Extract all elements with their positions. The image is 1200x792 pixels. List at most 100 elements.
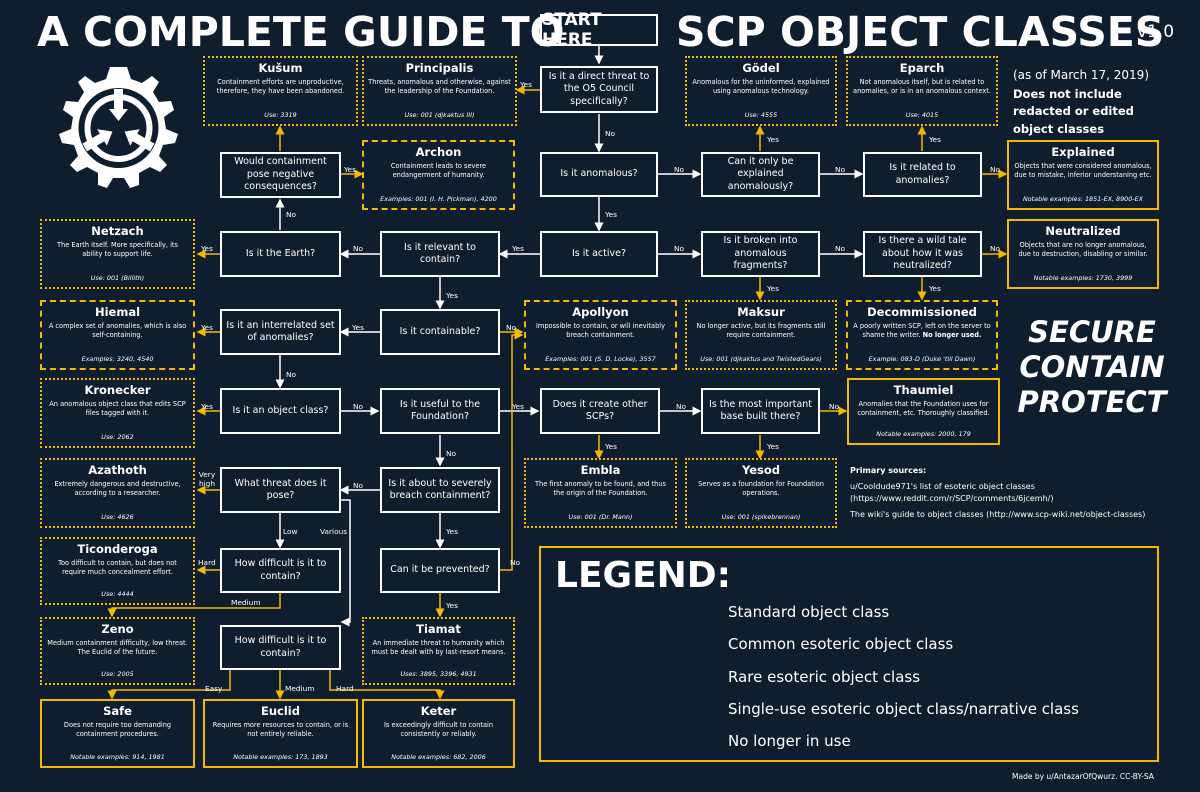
- class-hiemal: Hiemal A complex set of anomalies, which…: [40, 300, 195, 370]
- label-yes-godel: Yes: [767, 135, 779, 144]
- class-ticonderoga: Ticonderoga Too difficult to contain, bu…: [40, 537, 195, 605]
- class-neutralized-desc: Objects that are no longer anomalous, du…: [1018, 241, 1148, 258]
- label-no-wildtale: No: [990, 244, 1001, 253]
- label-yes-interrelated: Yes: [201, 323, 213, 332]
- label-hard-1: Hard: [198, 558, 216, 567]
- class-archon-name: Archon: [415, 145, 462, 159]
- legend-item-rare: Rare esoteric object class: [728, 668, 921, 686]
- class-embla-desc: The first anomaly to be found, and thus …: [535, 480, 666, 497]
- question-active: Is it active?: [540, 231, 658, 277]
- class-godel: Gödel Anomalous for the uninformed, expl…: [685, 56, 837, 126]
- question-interrelated-set: Is it an interrelated set of anomalies?: [220, 309, 341, 355]
- version-label: v1.0: [1137, 22, 1175, 42]
- class-zeno-name: Zeno: [101, 622, 134, 636]
- class-ticonderoga-example: Use: 4444: [101, 590, 134, 598]
- label-no-o5: No: [605, 129, 616, 138]
- class-embla-name: Embla: [580, 463, 621, 477]
- question-containable: Is it containable?: [380, 309, 500, 355]
- question-broken-fragments: Is it broken into anomalous fragments?: [701, 231, 820, 277]
- class-safe-example: Notable examples: 914, 1981: [70, 753, 165, 761]
- class-kusum-name: Kušum: [258, 61, 303, 75]
- sources: Primary sources: u/Cooldude971's list of…: [850, 465, 1190, 521]
- class-netzach-name: Netzach: [91, 224, 144, 238]
- label-yes-archon: Yes: [344, 165, 356, 174]
- label-no-active: No: [674, 244, 685, 253]
- label-yes-anomalous: Yes: [605, 210, 617, 219]
- class-netzach-example: Use: 001 (Billith): [90, 274, 145, 282]
- class-hiemal-name: Hiemal: [94, 305, 141, 319]
- class-eparch-desc: Not anomalous itself, but is related to …: [853, 78, 991, 95]
- label-hard-2: Hard: [336, 684, 354, 693]
- label-yes-prevented: Yes: [446, 601, 458, 610]
- question-relevant-to-contain: Is it relevant to contain?: [380, 231, 500, 277]
- class-eparch-name: Eparch: [899, 61, 945, 75]
- motto: SECURE CONTAIN PROTECT: [1012, 315, 1172, 419]
- class-safe: Safe Does not require too demanding cont…: [40, 699, 195, 768]
- class-apollyon-desc: Impossible to contain, or will inevitabl…: [535, 322, 666, 339]
- class-thaumiel: Thaumiel Anomalies that the Foundation u…: [847, 378, 1000, 445]
- class-yesod-name: Yesod: [741, 463, 781, 477]
- class-ticonderoga-name: Ticonderoga: [77, 542, 158, 556]
- label-no-explained: No: [835, 165, 846, 174]
- scp-logo-icon: [59, 67, 178, 188]
- class-godel-example: Use: 4555: [744, 111, 778, 119]
- as-of-date: (as of March 17, 2019): [1013, 68, 1149, 82]
- class-embla-example: Use: 001 (Dr. Mann): [568, 513, 633, 521]
- class-decommissioned-example: Example: 083-D (Duke 'till Dawn): [868, 355, 976, 363]
- class-keter-desc: Is exceedingly difficult to contain cons…: [383, 721, 494, 738]
- label-no-useful: No: [446, 449, 457, 458]
- class-maksur-desc: No longer active, but its fragments stil…: [696, 322, 826, 339]
- class-thaumiel-desc: Anomalies that the Foundation uses for c…: [857, 400, 990, 417]
- label-very-high: Very high: [198, 470, 216, 488]
- question-object-class: Is it an object class?: [220, 388, 341, 434]
- motto-protect: PROTECT: [1017, 384, 1167, 419]
- label-no-related: No: [990, 165, 1001, 174]
- class-azathoth-name: Azathoth: [88, 463, 147, 477]
- label-yes-object: Yes: [201, 402, 213, 411]
- class-apollyon: Apollyon Impossible to contain, or will …: [524, 300, 677, 370]
- label-yes-base: Yes: [767, 442, 779, 451]
- label-no-negative: No: [286, 210, 297, 219]
- label-easy: Easy: [205, 684, 223, 693]
- label-yes-eparch: Yes: [929, 135, 941, 144]
- question-anomalous: Is it anomalous?: [540, 152, 658, 197]
- label-yes-containable: Yes: [352, 323, 364, 332]
- class-zeno: Zeno Medium containment difficulty, low …: [40, 617, 195, 685]
- class-euclid-name: Euclid: [261, 704, 300, 718]
- class-archon-example: Examples: 001 (I. H. Pickman), 4200: [380, 195, 497, 203]
- class-archon-desc: Containment leads to severe endangerment…: [390, 162, 487, 179]
- exclusion-note: Does not include redacted or edited obje…: [1013, 87, 1134, 136]
- label-yes-relevant: Yes: [446, 291, 458, 300]
- class-neutralized-example: Notable examples: 1730, 3999: [1033, 274, 1133, 282]
- class-kronecker-example: Use: 2062: [101, 433, 134, 441]
- class-kronecker: Kronecker An anomalous object class that…: [40, 378, 195, 448]
- label-no-containable: No: [506, 323, 517, 332]
- class-maksur: Maksur No longer active, but its fragmen…: [685, 300, 837, 370]
- sources-line-1: u/Cooldude971's list of esoteric object …: [850, 482, 1035, 491]
- label-low: Low: [283, 527, 298, 536]
- class-tiamat-example: Uses: 3895, 3396, 4931: [400, 670, 477, 678]
- class-keter-name: Keter: [420, 704, 457, 718]
- question-wild-tale: Is there a wild tale about how it was ne…: [863, 231, 982, 277]
- motto-secure: SECURE: [1028, 315, 1156, 349]
- question-create-other-scps: Does it create other SCPs?: [540, 388, 660, 434]
- label-no-anomalous: No: [674, 165, 685, 174]
- class-maksur-name: Maksur: [737, 305, 785, 319]
- class-keter: Keter Is exceedingly difficult to contai…: [362, 699, 515, 768]
- title-right: SCP OBJECT CLASSES: [676, 8, 1165, 56]
- class-principalis-name: Principalis: [405, 61, 474, 75]
- class-netzach-desc: The Earth itself. More specifically, its…: [57, 241, 178, 258]
- credit-line: Made by u/AntazarOfQwurz. CC-BY-SA: [1012, 772, 1154, 781]
- class-godel-name: Gödel: [742, 61, 780, 75]
- label-no-prevented: No: [510, 558, 521, 567]
- start-here-box: START HERE: [540, 10, 658, 50]
- class-tiamat: Tiamat An immediate threat to humanity w…: [362, 617, 515, 685]
- label-yes-create: Yes: [605, 442, 617, 451]
- question-threat-level: What threat does it pose?: [220, 467, 341, 513]
- label-yes-maksur: Yes: [767, 284, 779, 293]
- legend-item-no-longer: No longer in use: [728, 732, 851, 750]
- label-no-interrelated: No: [286, 370, 297, 379]
- class-explained-example: Notable examples: 1851-EX, 8900-EX: [1022, 195, 1144, 203]
- label-yes-earth: Yes: [201, 244, 213, 253]
- class-thaumiel-example: Notable examples: 2000, 179: [876, 430, 971, 438]
